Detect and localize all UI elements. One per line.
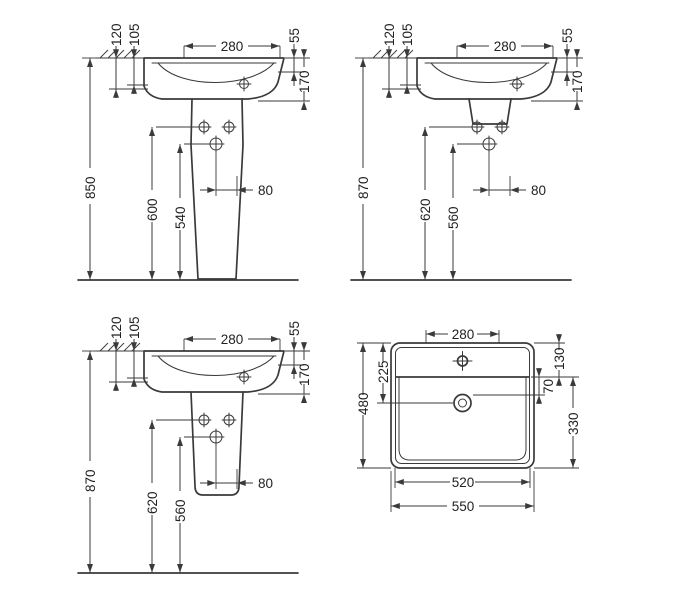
dim-edge: 55 — [560, 28, 575, 43]
dim-rear-b: 105 — [127, 316, 142, 339]
dim-total-height: 870 — [83, 469, 98, 492]
siphon-cover-outline — [468, 98, 512, 125]
dim-rear-a: 120 — [109, 23, 124, 46]
dim-fixing-height: 600 — [145, 198, 160, 221]
dim-drain-depth: 225 — [376, 360, 391, 383]
view-half-pedestal-side: 120 105 280 55 170 870 620 560 80 — [12, 316, 312, 593]
dim-rear-b: 105 — [127, 23, 142, 46]
dim-drain-offset: 80 — [258, 476, 273, 491]
dim-top-width: 280 — [494, 39, 517, 54]
dim-rear-a: 120 — [382, 23, 397, 46]
side-view-base — [351, 44, 583, 280]
tap-hole-icon — [452, 351, 473, 371]
dim-drain-height: 560 — [173, 499, 188, 522]
dim-depth: 480 — [356, 392, 371, 415]
dim-fixing-height: 620 — [418, 198, 433, 221]
dim-drain-offset: 80 — [531, 183, 546, 198]
dim-rear-b: 105 — [400, 23, 415, 46]
view-plan: 280 130 70 330 225 480 520 550 — [356, 327, 581, 514]
dim-rear-depth: 130 — [552, 347, 567, 370]
dim-rear-a: 120 — [109, 316, 124, 339]
view-siphon-side: 120 105 280 55 170 870 620 560 80 — [285, 23, 585, 300]
dim-apron: 170 — [297, 363, 312, 386]
dim-total-height: 850 — [83, 176, 98, 199]
half-pedestal-outline — [190, 391, 244, 496]
dim-apron: 170 — [570, 70, 585, 93]
dim-ledge: 70 — [541, 379, 556, 394]
dim-fixing-height: 620 — [145, 491, 160, 514]
dim-drain-offset: 80 — [258, 183, 273, 198]
view-pedestal-side: 120 105 280 55 170 850 600 540 80 — [12, 23, 312, 300]
drain-hole-icon — [453, 393, 472, 413]
dim-edge: 55 — [287, 321, 302, 336]
dim-drain-height: 560 — [446, 206, 461, 229]
dim-bowl-depth: 330 — [566, 412, 581, 435]
dim-width: 550 — [452, 499, 475, 514]
basin-plan-outline — [390, 342, 535, 469]
dim-apron: 170 — [297, 70, 312, 93]
dim-top-width: 280 — [221, 39, 244, 54]
side-view-base — [78, 44, 310, 280]
dim-lines-plan — [357, 330, 579, 512]
dim-edge: 55 — [287, 28, 302, 43]
dim-tap-width: 280 — [452, 327, 475, 342]
dim-top-width: 280 — [221, 332, 244, 347]
dim-inner-width: 520 — [452, 475, 475, 490]
dim-total-height: 870 — [356, 176, 371, 199]
dim-drain-height: 540 — [173, 206, 188, 229]
pedestal-outline — [190, 98, 244, 280]
